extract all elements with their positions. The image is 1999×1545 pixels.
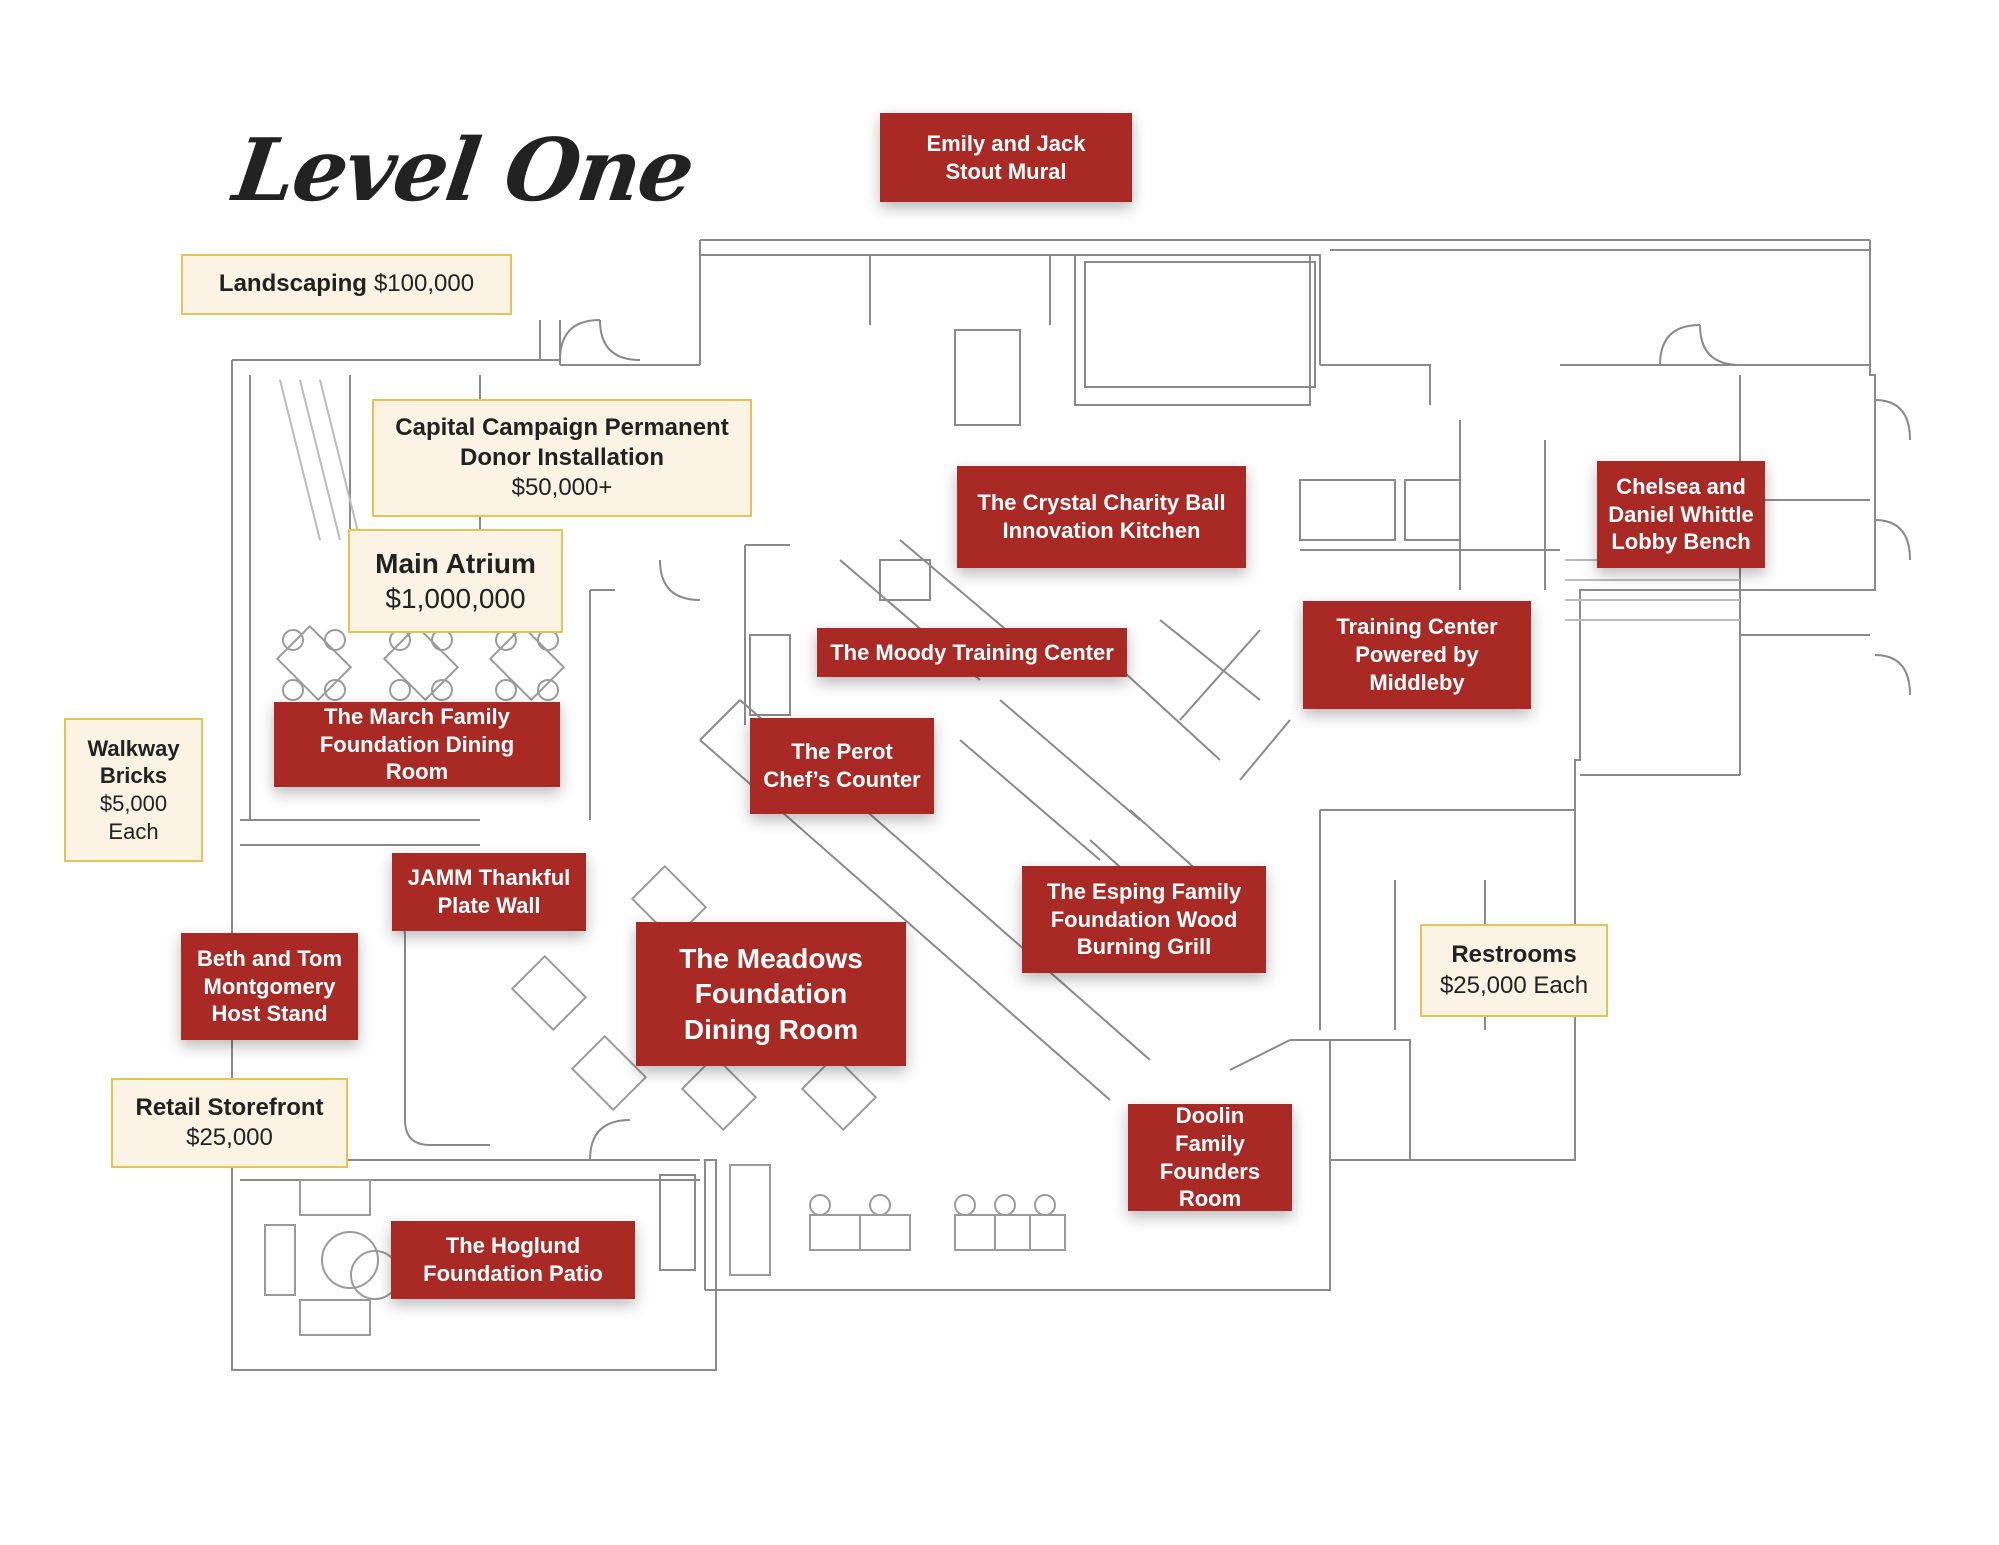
- restrooms-price: $25,000 Each: [1439, 971, 1589, 999]
- label-hoglund-patio: The Hoglund Foundation Patio: [391, 1221, 635, 1299]
- main-atrium-price: $1,000,000: [385, 583, 526, 614]
- page-title: Level One: [227, 120, 699, 221]
- label-training-center-middleby: Training Center Powered by Middleby: [1303, 601, 1531, 709]
- landscaping-price: $100,000: [373, 270, 475, 298]
- walkway-bricks-price: $5,000 Each: [99, 791, 168, 844]
- label-doolin-founders-room: Doolin Family Founders Room: [1128, 1103, 1292, 1211]
- capital-campaign-price: $50,000+: [511, 474, 613, 502]
- label-perot-chefs-counter: The Perot Chef’s Counter: [750, 718, 934, 814]
- label-walkway-bricks: Walkway Bricks $5,000 Each: [64, 718, 203, 862]
- landscaping-name: Landscaping: [218, 270, 367, 298]
- label-innovation-kitchen: The Crystal Charity Ball Innovation Kitc…: [957, 466, 1246, 568]
- retail-storefront-name: Retail Storefront: [135, 1093, 324, 1121]
- label-stout-mural: Emily and Jack Stout Mural: [880, 113, 1132, 202]
- restrooms-name: Restrooms: [1451, 941, 1577, 969]
- label-esping-wood-grill: The Esping Family Foundation Wood Burnin…: [1022, 866, 1266, 973]
- label-restrooms: Restrooms $25,000 Each: [1420, 924, 1608, 1017]
- main-atrium-name: Main Atrium: [375, 547, 536, 579]
- label-main-atrium: Main Atrium $1,000,000: [348, 529, 563, 633]
- capital-campaign-name: Capital Campaign Permanent Donor Install…: [395, 413, 729, 471]
- label-capital-campaign: Capital Campaign Permanent Donor Install…: [372, 399, 752, 517]
- label-whittle-lobby-bench: Chelsea and Daniel Whittle Lobby Bench: [1597, 461, 1765, 568]
- label-moody-training-center: The Moody Training Center: [817, 628, 1127, 677]
- label-montgomery-host-stand: Beth and Tom Montgomery Host Stand: [181, 933, 358, 1040]
- label-march-dining-room: The March Family Foundation Dining Room: [274, 702, 560, 787]
- label-jamm-plate-wall: JAMM Thankful Plate Wall: [392, 853, 586, 931]
- walkway-bricks-name: Walkway Bricks: [87, 735, 180, 789]
- label-meadows-dining-room: The Meadows Foundation Dining Room: [636, 922, 906, 1066]
- label-retail-storefront: Retail Storefront $25,000: [111, 1078, 348, 1168]
- label-landscaping: Landscaping$100,000: [181, 254, 512, 315]
- retail-storefront-price: $25,000: [186, 1124, 273, 1151]
